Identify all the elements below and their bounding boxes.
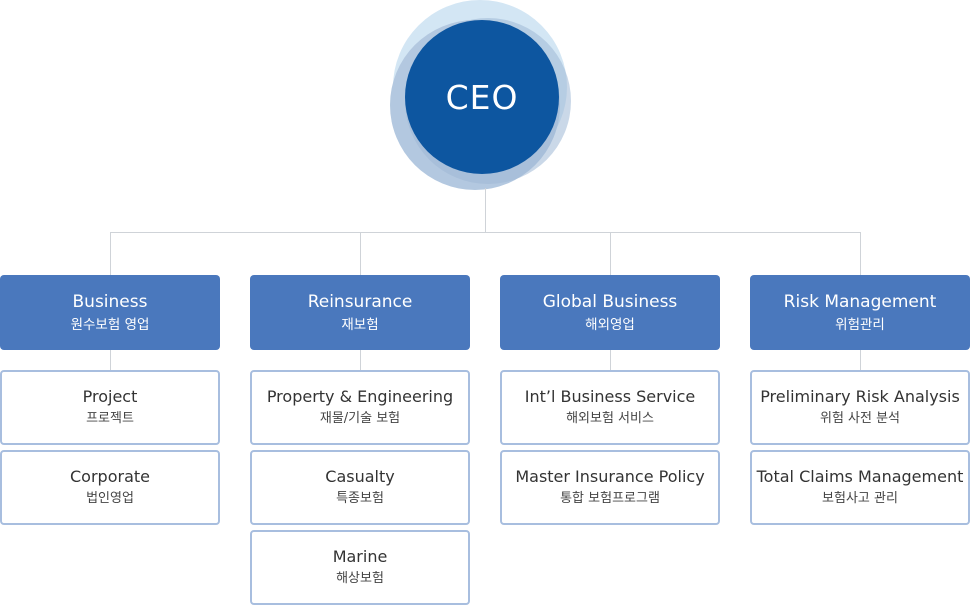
unit-master-insurance-policy: Master Insurance Policy 통합 보험프로그램 [500, 450, 720, 525]
unit-name-en: Int’l Business Service [524, 387, 696, 406]
ceo-node: CEO [405, 20, 559, 174]
dept-name-en: Risk Management [783, 291, 937, 312]
branch-drop-business [110, 232, 111, 275]
unit-connector-global [610, 350, 611, 370]
unit-name-ko: 보험사고 관리 [822, 491, 898, 506]
unit-name-en: Preliminary Risk Analysis [760, 387, 960, 406]
unit-preliminary-risk-analysis: Preliminary Risk Analysis 위험 사전 분석 [750, 370, 970, 445]
dept-reinsurance: Reinsurance 재보험 [250, 275, 470, 350]
ceo-label: CEO [445, 77, 519, 117]
ceo-connector [485, 188, 486, 233]
unit-intl-business-service: Int’l Business Service 해외보험 서비스 [500, 370, 720, 445]
unit-name-en: Total Claims Management [756, 467, 964, 486]
unit-name-en: Corporate [70, 467, 150, 486]
branch-drop-reinsurance [360, 232, 361, 275]
unit-connector-reinsurance [360, 350, 361, 370]
dept-name-ko: 해외영업 [585, 316, 635, 333]
dept-name-ko: 재보험 [341, 316, 379, 333]
unit-connector-business [110, 350, 111, 370]
unit-name-ko: 재물/기술 보험 [319, 411, 401, 426]
unit-name-ko: 특종보험 [336, 491, 384, 506]
dept-name-en: Business [72, 291, 148, 312]
dept-name-ko: 원수보험 영업 [70, 316, 150, 333]
branch-drop-global [610, 232, 611, 275]
unit-marine: Marine 해상보험 [250, 530, 470, 605]
dept-business: Business 원수보험 영업 [0, 275, 220, 350]
unit-name-ko: 프로젝트 [86, 411, 134, 426]
branch-drop-risk [860, 232, 861, 275]
unit-corporate: Corporate 법인영업 [0, 450, 220, 525]
unit-property-engineering: Property & Engineering 재물/기술 보험 [250, 370, 470, 445]
unit-name-ko: 위험 사전 분석 [819, 411, 901, 426]
unit-name-en: Property & Engineering [266, 387, 454, 406]
unit-casualty: Casualty 특종보험 [250, 450, 470, 525]
branch-line [110, 232, 861, 233]
unit-name-ko: 통합 보험프로그램 [560, 491, 660, 506]
dept-name-en: Reinsurance [307, 291, 413, 312]
unit-name-en: Marine [332, 547, 388, 566]
unit-connector-risk [860, 350, 861, 370]
dept-risk-management: Risk Management 위험관리 [750, 275, 970, 350]
unit-name-en: Casualty [325, 467, 395, 486]
dept-name-ko: 위험관리 [835, 316, 885, 333]
dept-global-business: Global Business 해외영업 [500, 275, 720, 350]
unit-name-en: Master Insurance Policy [515, 467, 705, 486]
unit-name-ko: 법인영업 [86, 491, 134, 506]
unit-total-claims-management: Total Claims Management 보험사고 관리 [750, 450, 970, 525]
unit-project: Project 프로젝트 [0, 370, 220, 445]
unit-name-ko: 해외보험 서비스 [566, 411, 654, 426]
unit-name-en: Project [82, 387, 138, 406]
unit-name-ko: 해상보험 [336, 571, 384, 586]
dept-name-en: Global Business [542, 291, 678, 312]
